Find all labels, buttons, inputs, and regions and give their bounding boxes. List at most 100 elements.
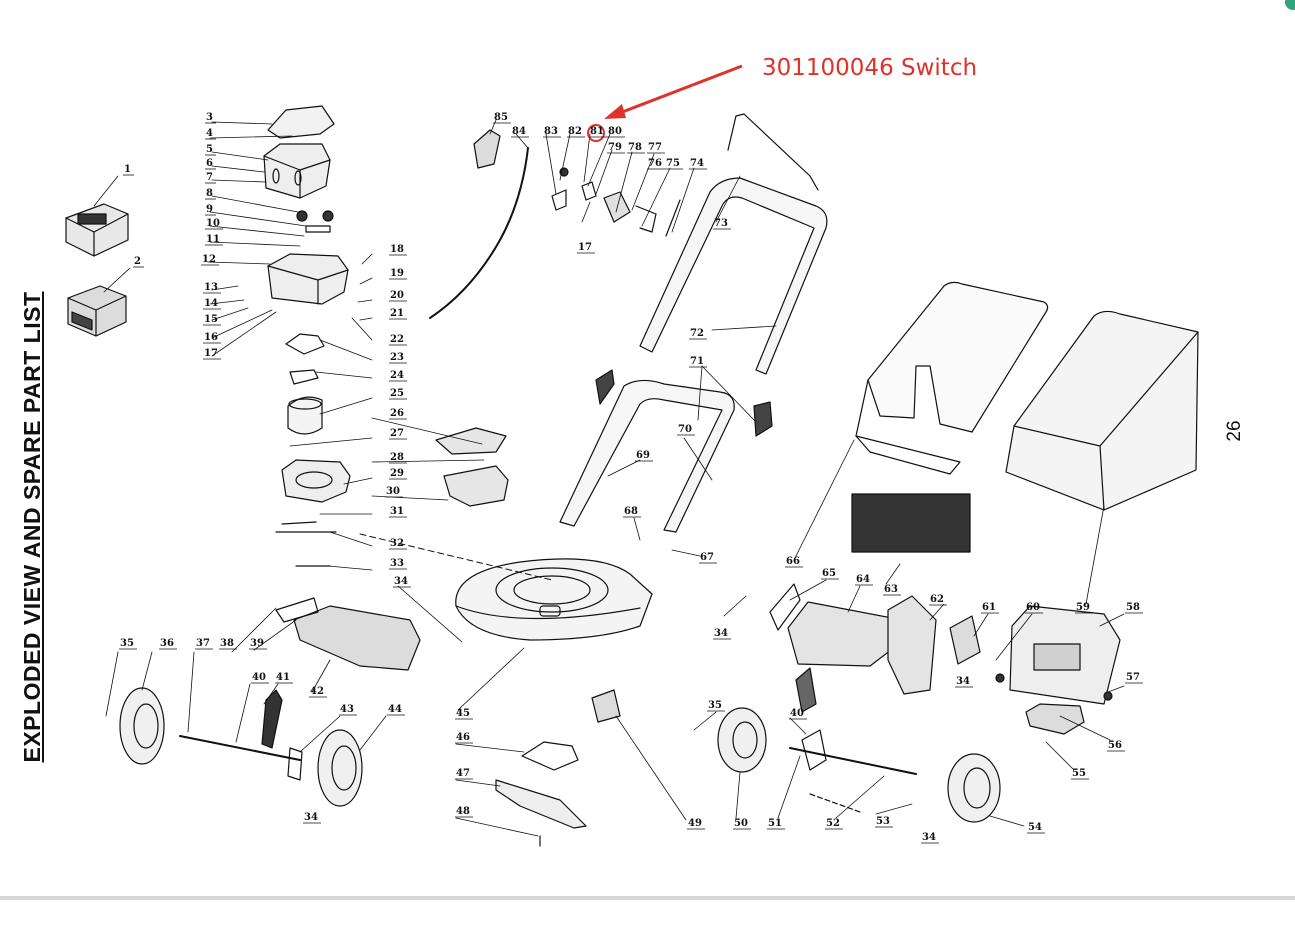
part-label-10: 10 [206, 218, 220, 229]
part-label-72: 72 [690, 328, 704, 339]
part-label-38: 38 [220, 638, 234, 649]
callout-arrow [587, 64, 743, 142]
corner-badge [1285, 0, 1295, 10]
part-label-66: 66 [786, 556, 800, 567]
part-number-labels: 1234567891011121314151617181920212223242… [119, 112, 1143, 844]
part-label-60: 60 [1026, 602, 1040, 613]
part-label-14: 14 [204, 298, 218, 309]
part-label-11: 11 [206, 234, 220, 245]
part-label-3: 3 [206, 112, 213, 123]
part-label-79: 79 [608, 142, 622, 153]
part-label-80: 80 [608, 126, 622, 137]
part-label-29: 29 [390, 468, 404, 479]
part-label-32: 32 [390, 538, 404, 549]
part-label-35: 35 [120, 638, 134, 649]
part-label-84: 84 [512, 126, 526, 137]
part-label-27: 27 [390, 428, 404, 439]
grass-bag [1005, 310, 1199, 511]
part-label-82: 82 [568, 126, 582, 137]
part-label-17: 17 [204, 348, 218, 359]
part-label-54: 54 [1028, 822, 1042, 833]
switch-box [551, 167, 681, 237]
exploded-view-page: EXPLODED VIEW AND SPARE PART LIST 26 301… [0, 0, 1295, 900]
rear-door [995, 605, 1121, 735]
part-label-34-3: 34 [304, 812, 318, 823]
part-label-15: 15 [204, 314, 218, 325]
part-label-40: 40 [252, 672, 266, 683]
page-bottom-edge [0, 896, 1295, 900]
part-label-46: 46 [456, 732, 470, 743]
part-label-52: 52 [826, 818, 840, 829]
part-label-34: 34 [394, 576, 408, 587]
part-label-70: 70 [678, 424, 692, 435]
part-label-23: 23 [390, 352, 404, 363]
part-label-59: 59 [1076, 602, 1090, 613]
part-label-18: 18 [390, 244, 404, 255]
part-label-48: 48 [456, 806, 470, 817]
part-label-34-4: 34 [922, 832, 936, 843]
rear-chassis [769, 583, 981, 713]
part-label-6: 6 [206, 158, 213, 169]
part-label-42: 42 [310, 686, 324, 697]
exploded-diagram: 1234567891011121314151617181920212223242… [65, 64, 1199, 847]
part-label-71: 71 [690, 356, 704, 367]
filter-mesh [851, 493, 971, 553]
cable-part [429, 129, 529, 319]
part-label-63: 63 [884, 584, 898, 595]
part-label-5: 5 [206, 144, 213, 155]
part-label-69: 69 [636, 450, 650, 461]
part-label-74: 74 [690, 158, 704, 169]
part-label-39: 39 [250, 638, 264, 649]
handle-assembly [559, 113, 828, 533]
part-label-62: 62 [930, 594, 944, 605]
part-label-45: 45 [456, 708, 470, 719]
part-label-26: 26 [390, 408, 404, 419]
part-label-73: 73 [714, 218, 728, 229]
part-label-56: 56 [1108, 740, 1122, 751]
part-label-76: 76 [648, 158, 662, 169]
leader-lines [93, 119, 1125, 837]
part-label-67: 67 [700, 552, 714, 563]
part-label-57: 57 [1126, 672, 1140, 683]
part-label-34-5: 34 [956, 676, 970, 687]
part-label-25: 25 [390, 388, 404, 399]
part-label-8: 8 [206, 188, 213, 199]
part-label-53: 53 [876, 816, 890, 827]
part-label-50: 50 [734, 818, 748, 829]
part-label-12: 12 [202, 254, 216, 265]
part-label-33: 33 [390, 558, 404, 569]
part-label-85: 85 [494, 112, 508, 123]
wheels-left [119, 687, 363, 807]
part-label-21: 21 [390, 308, 404, 319]
part-label-36: 36 [160, 638, 174, 649]
charger-part [65, 203, 129, 257]
part-label-17-2: 17 [578, 242, 592, 253]
part-label-77: 77 [648, 142, 662, 153]
part-label-41: 41 [276, 672, 290, 683]
catcher-frame [855, 281, 1049, 475]
part-label-75: 75 [666, 158, 680, 169]
part-label-64: 64 [856, 574, 870, 585]
part-label-47: 47 [456, 768, 470, 779]
part-label-65: 65 [822, 568, 836, 579]
part-label-20: 20 [390, 290, 404, 301]
part-label-1: 1 [124, 164, 131, 175]
part-label-35-2: 35 [708, 700, 722, 711]
part-label-30: 30 [386, 486, 400, 497]
part-label-16: 16 [204, 332, 218, 343]
part-label-49: 49 [688, 818, 702, 829]
part-label-7: 7 [206, 172, 213, 183]
part-label-34-2: 34 [714, 628, 728, 639]
part-label-44: 44 [388, 704, 402, 715]
part-label-43: 43 [340, 704, 354, 715]
callout-label: 301100046 Switch [762, 55, 978, 81]
highlight-circle [587, 124, 605, 142]
part-label-28: 28 [390, 452, 404, 463]
part-label-83: 83 [544, 126, 558, 137]
part-label-55: 55 [1072, 768, 1086, 779]
part-label-68: 68 [624, 506, 638, 517]
battery-part [67, 285, 127, 337]
wheels-right [717, 707, 1001, 823]
part-label-81: 81 [590, 126, 604, 137]
part-label-19: 19 [390, 268, 404, 279]
